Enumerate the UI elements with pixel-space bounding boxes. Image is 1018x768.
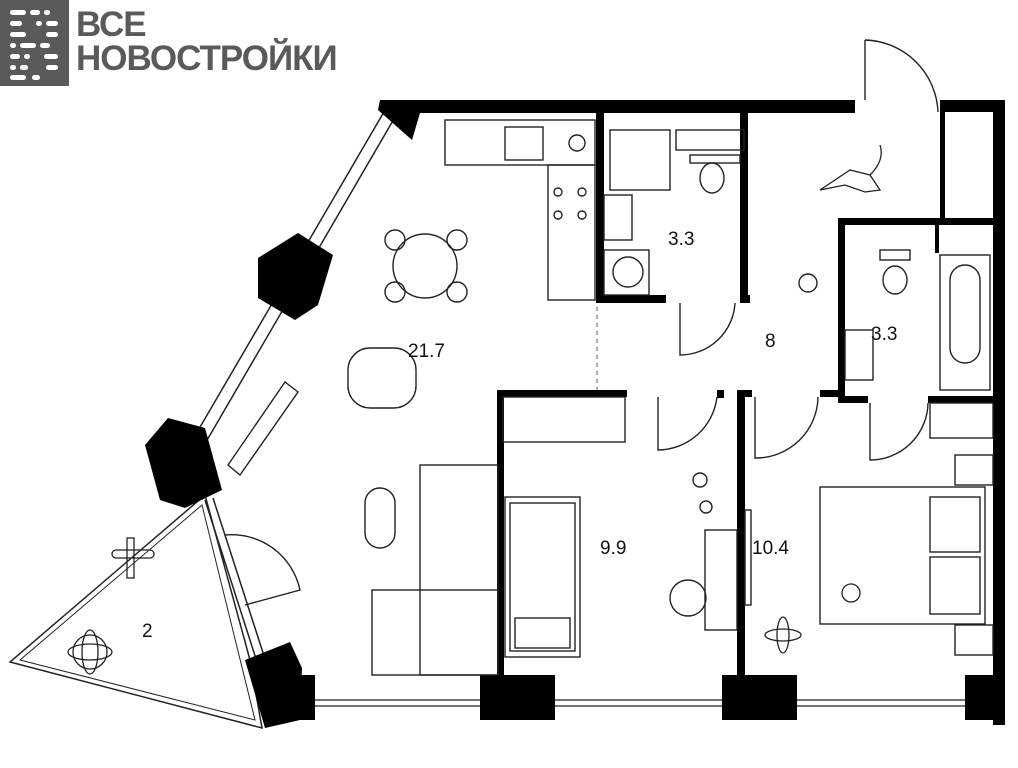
bottom-windows xyxy=(315,307,965,707)
window-wall-diagonal xyxy=(174,104,399,666)
logo-text: ВСЕ НОВОСТРОЙКИ xyxy=(76,5,338,78)
plant-icon xyxy=(67,616,802,675)
room-area-hallway: 8 xyxy=(765,331,776,352)
room-area-balcony: 2 xyxy=(142,621,153,642)
logo-line-2: НОВОСТРОЙКИ xyxy=(76,39,338,78)
cat-icon xyxy=(819,144,882,603)
furniture xyxy=(227,119,994,676)
airplane-toy-icon xyxy=(111,537,155,579)
room-area-bedroom: 10.4 xyxy=(752,538,789,559)
logo-line-1: ВСЕ xyxy=(76,5,147,44)
doors xyxy=(224,39,939,606)
brand-logo: ВСЕ НОВОСТРОЙКИ xyxy=(0,0,370,86)
room-area-children-room: 9.9 xyxy=(600,538,626,559)
room-area-bathroom-1: 3.3 xyxy=(668,229,694,250)
walls xyxy=(145,100,1005,728)
balcony-outline xyxy=(8,493,263,730)
logo-mark-icon xyxy=(0,0,69,86)
room-area-bathroom-2: 3.3 xyxy=(871,324,897,345)
room-area-living-kitchen: 21.7 xyxy=(408,341,445,362)
